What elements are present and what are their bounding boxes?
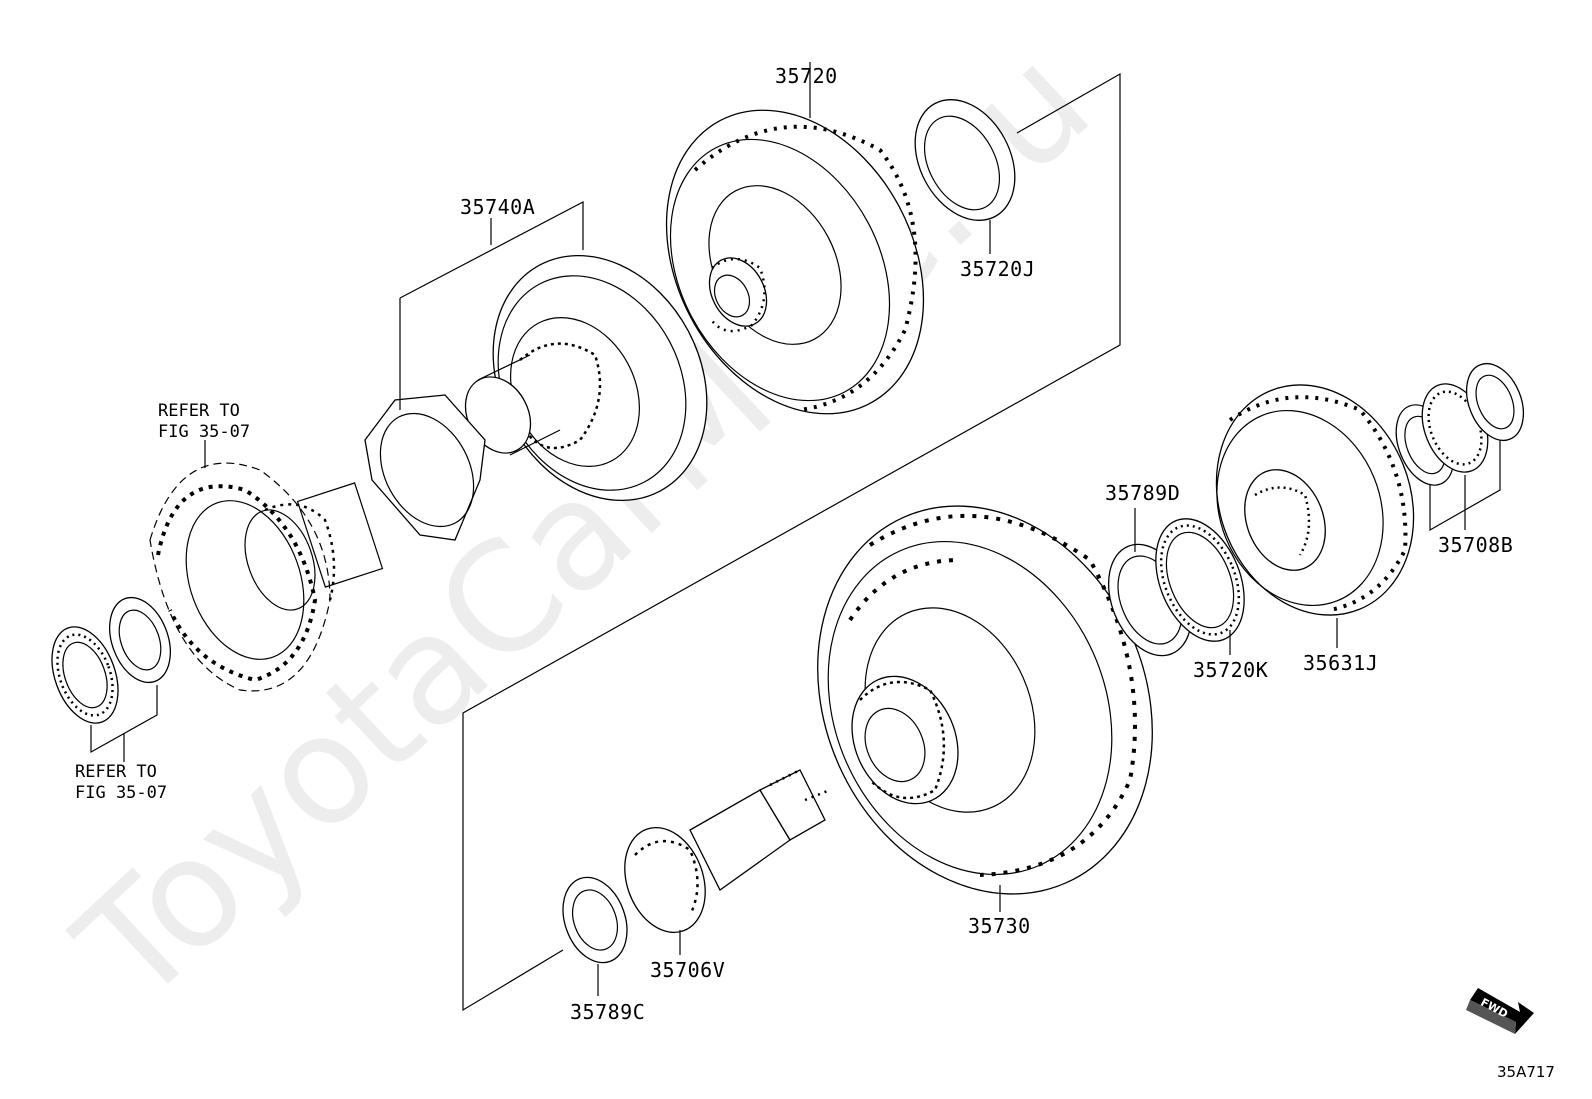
part-35720-carrier[interactable] — [616, 62, 975, 459]
label-35720[interactable]: 35720 — [775, 64, 838, 88]
part-35706V-pinion[interactable] — [611, 768, 831, 955]
refer-bottom-line1: REFER TO — [75, 762, 157, 782]
label-35789C[interactable]: 35789C — [570, 1000, 645, 1024]
part-35740A-drum[interactable] — [452, 218, 749, 538]
label-35708B[interactable]: 35708B — [1438, 533, 1513, 557]
part-left-bearing — [51, 596, 171, 762]
label-35740A[interactable]: 35740A — [460, 195, 535, 219]
bracket-35740A — [399, 201, 584, 400]
part-35789C-washer[interactable] — [552, 868, 638, 996]
part-35730-ring-gear[interactable] — [757, 452, 1212, 948]
figure-code: 35A717 — [1497, 1063, 1555, 1081]
label-35720K[interactable]: 35720K — [1193, 658, 1268, 682]
refer-bottom-line2: FIG 35-07 — [75, 783, 167, 803]
part-35631J-gear[interactable] — [1183, 355, 1448, 648]
label-35720J[interactable]: 35720J — [960, 257, 1035, 281]
label-35730[interactable]: 35730 — [968, 914, 1031, 938]
part-35720J-washer[interactable] — [895, 82, 1035, 254]
fwd-arrow-icon — [1466, 988, 1534, 1034]
part-lock-nut[interactable] — [362, 394, 493, 543]
part-reference-gear — [149, 440, 384, 692]
refer-top-line1: REFER TO — [158, 401, 240, 421]
label-35631J[interactable]: 35631J — [1303, 651, 1378, 675]
label-35789D[interactable]: 35789D — [1105, 481, 1180, 505]
assembly-bracket — [462, 72, 1121, 1012]
label-35706V[interactable]: 35706V — [650, 958, 725, 982]
part-35708B-bearing[interactable] — [1385, 355, 1534, 532]
part-35720K-bearing[interactable] — [1139, 506, 1261, 655]
refer-top-line2: FIG 35-07 — [158, 422, 250, 442]
